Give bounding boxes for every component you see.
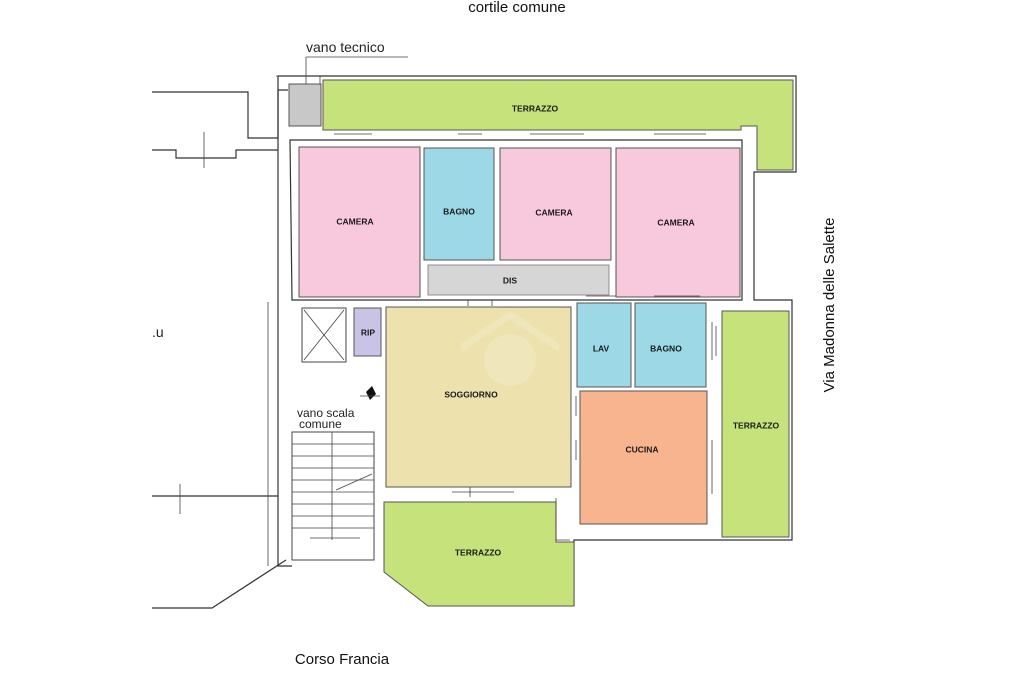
label-bagno-2: BAGNO: [650, 343, 682, 353]
street-label-bottom: Corso Francia: [295, 651, 390, 668]
label-terrazzo-bottom: TERRAZZO: [455, 547, 502, 557]
stairwell: [291, 431, 375, 561]
room-cucina: [579, 390, 708, 525]
outer-walls: [277, 75, 797, 606]
room-terrazzo-right: [721, 310, 790, 538]
room-soggiorno: [385, 306, 572, 488]
room-vano-tecnico: [288, 83, 322, 127]
label-camera-2: CAMERA: [535, 207, 572, 217]
room-camera-1: [298, 146, 421, 298]
street-label-right: Via Madonna delle Salette: [821, 218, 838, 393]
label-soggiorno: SOGGIORNO: [444, 389, 498, 399]
lift-shaft: [301, 307, 347, 363]
street-label-top: cortile comune: [468, 0, 566, 16]
room-lav: [576, 302, 632, 388]
label-camera-3: CAMERA: [657, 217, 694, 227]
label-cucina: CUCINA: [625, 444, 658, 454]
neighbour-outline: [152, 75, 321, 609]
room-bagno-2: [634, 302, 707, 388]
leader-vano-tecnico: [305, 56, 408, 84]
label-bagno-1: BAGNO: [443, 206, 475, 216]
label-camera-1: CAMERA: [336, 216, 373, 226]
label-lav: LAV: [593, 343, 610, 353]
label-terrazzo-top: TERRAZZO: [512, 103, 559, 113]
internal-marks: [452, 295, 717, 541]
note-u-mark: .u: [152, 324, 164, 340]
label-rip: RIP: [361, 327, 376, 337]
note-vano-scala-2: comune: [299, 417, 342, 431]
watermark-logo-icon: [461, 310, 559, 386]
room-camera-2: [499, 147, 612, 261]
room-rip: [353, 307, 382, 357]
note-vano-scala-1: vano scala: [297, 406, 355, 420]
label-dis: DIS: [503, 275, 518, 285]
entrance-door-icon: [360, 386, 380, 400]
room-camera-3: [615, 147, 741, 298]
label-terrazzo-right: TERRAZZO: [733, 420, 780, 430]
room-bagno-1: [423, 147, 495, 261]
room-terrazzo-top: [322, 79, 794, 171]
room-dis: [427, 264, 610, 296]
note-vano-tecnico: vano tecnico: [306, 39, 385, 55]
